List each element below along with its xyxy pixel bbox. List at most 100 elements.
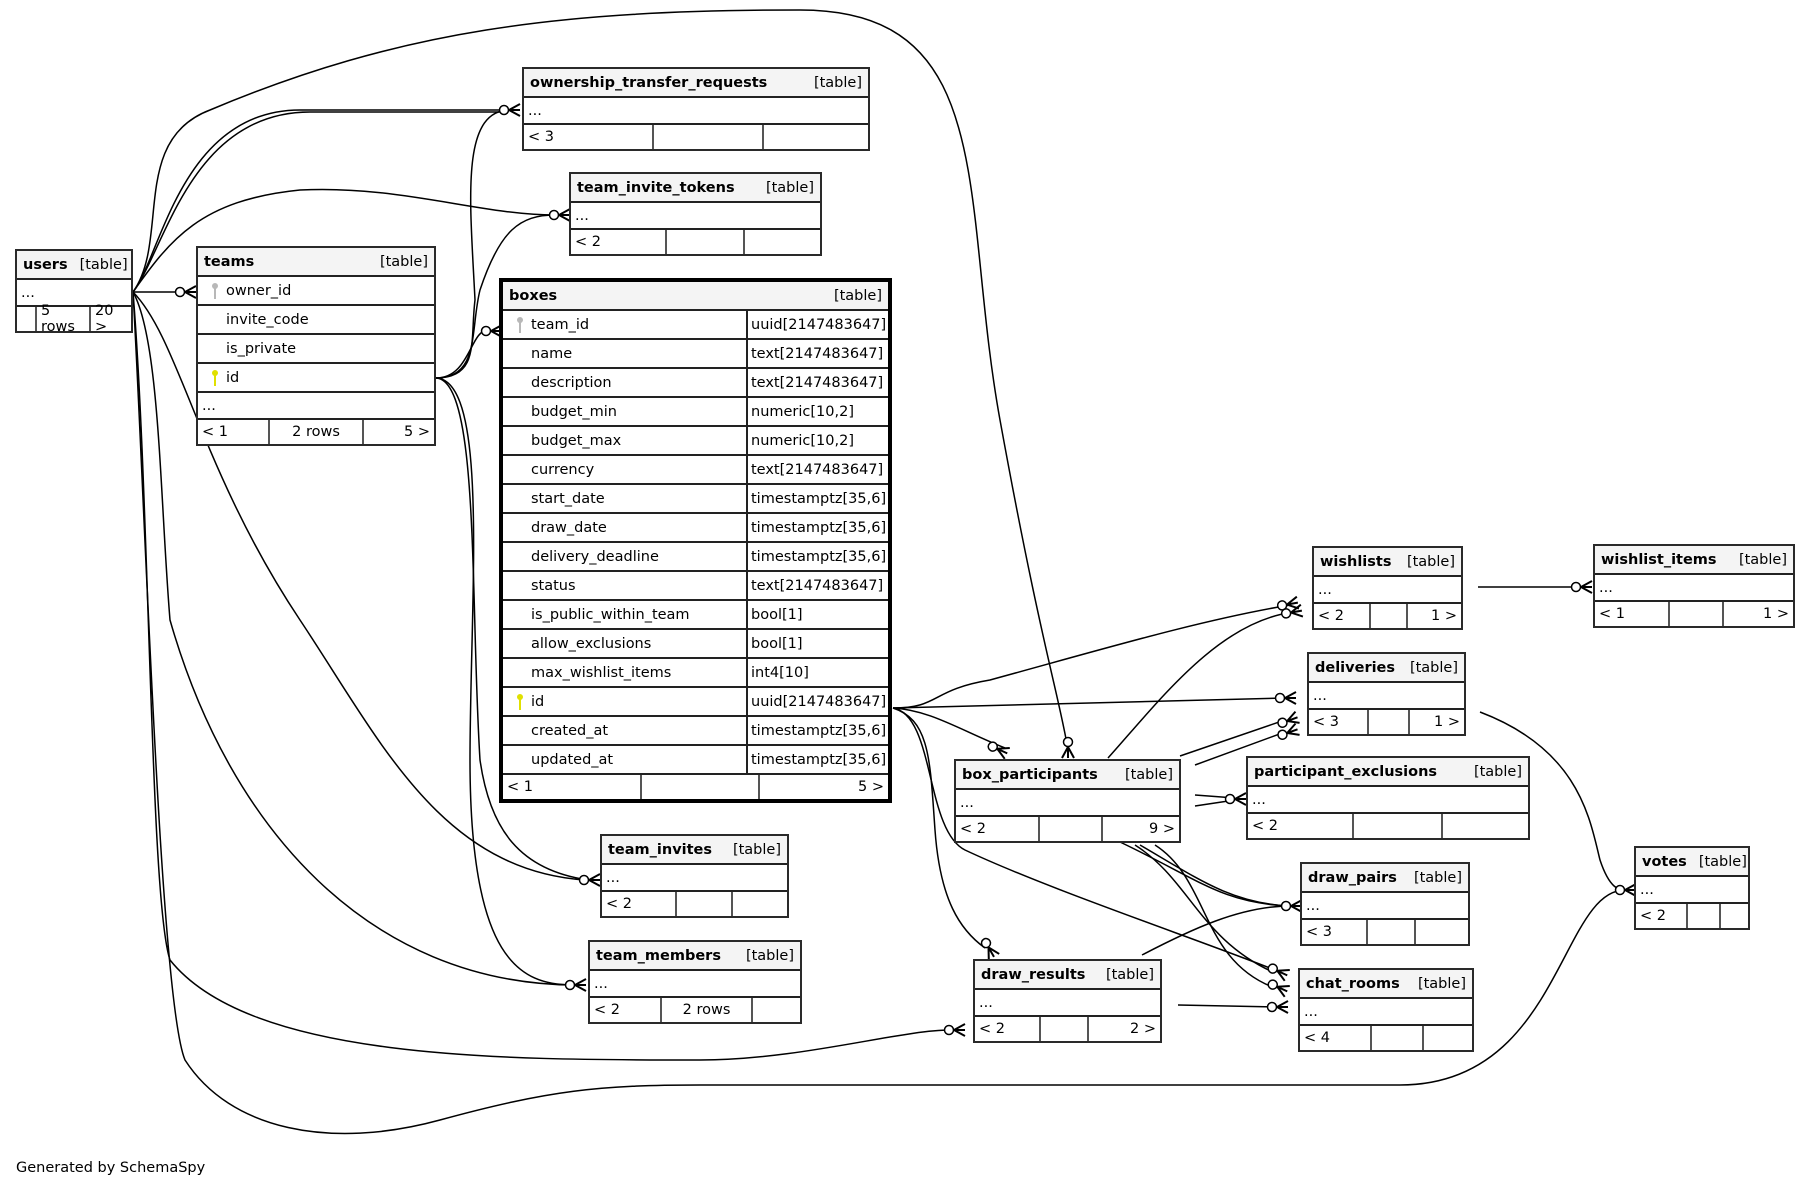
table-footer: < 2: [1248, 814, 1528, 838]
table-footer: < 1 5 >: [503, 775, 888, 799]
table-draw-results[interactable]: draw_results [table] ... < 2 2 >: [973, 959, 1162, 1043]
table-name[interactable]: boxes: [509, 287, 558, 304]
columns-ellipsis: ...: [17, 280, 131, 307]
table-name[interactable]: wishlists: [1320, 553, 1392, 570]
column-name: description: [531, 374, 612, 391]
table-deliveries[interactable]: deliveries [table] ... < 3 1 >: [1307, 652, 1466, 736]
row-count: [1367, 710, 1408, 734]
table-name[interactable]: team_invite_tokens: [577, 179, 735, 196]
table-footer: < 3: [524, 125, 868, 149]
table-name[interactable]: box_participants: [962, 766, 1098, 783]
row-count: [652, 125, 762, 149]
edge-bp-draw-pairs-1: [1119, 841, 1288, 907]
table-team-members[interactable]: team_members [table] ... < 2 2 rows: [588, 940, 802, 1024]
table-team-invites[interactable]: team_invites [table] ... < 2: [600, 834, 789, 918]
column-type: timestamptz[35,6]: [746, 746, 888, 773]
primary-key-icon: [204, 369, 226, 387]
columns-ellipsis: ...: [956, 790, 1179, 817]
columns-ellipsis: ...: [524, 98, 868, 125]
columns-ellipsis: ...: [1636, 877, 1748, 904]
column-row: id: [198, 364, 434, 393]
table-footer: < 3: [1302, 920, 1468, 944]
table-wishlists[interactable]: wishlists [table] ... < 2 1 >: [1312, 546, 1463, 630]
columns-ellipsis: ...: [1309, 683, 1464, 710]
parents-count: < 4: [1304, 1030, 1330, 1046]
table-ownership-transfer-requests[interactable]: ownership_transfer_requests [table] ... …: [522, 67, 870, 151]
table-name[interactable]: draw_results: [981, 966, 1086, 983]
table-name[interactable]: team_invites: [608, 841, 713, 858]
edge-bp-draw-pairs-2: [1139, 844, 1288, 907]
parents-count: < 3: [528, 129, 554, 145]
table-name[interactable]: participant_exclusions: [1254, 763, 1438, 780]
column-name: draw_date: [531, 519, 607, 536]
column-type: uuid[2147483647]: [746, 688, 888, 715]
table-header: ownership_transfer_requests [table]: [524, 69, 868, 98]
table-name[interactable]: chat_rooms: [1306, 975, 1400, 992]
table-teams[interactable]: teams [table] owner_id invite_code is_pr…: [196, 246, 436, 446]
table-header: team_invite_tokens [table]: [571, 174, 820, 203]
table-name[interactable]: deliveries: [1315, 659, 1396, 676]
table-header: boxes [table]: [503, 282, 888, 311]
table-name[interactable]: draw_pairs: [1308, 869, 1397, 886]
table-team-invite-tokens[interactable]: team_invite_tokens [table] ... < 2: [569, 172, 822, 256]
row-count: [1668, 602, 1722, 626]
table-header: team_invites [table]: [602, 836, 787, 865]
table-type-label: [table]: [765, 179, 814, 196]
table-users[interactable]: users [table] ... 5 rows 20 >: [15, 249, 133, 335]
table-name[interactable]: teams: [204, 253, 255, 270]
table-box-participants[interactable]: box_participants [table] ... < 2 9 >: [954, 759, 1181, 843]
table-name[interactable]: ownership_transfer_requests: [530, 74, 768, 91]
crow-foot-marker: [1224, 792, 1247, 806]
table-name[interactable]: votes: [1642, 853, 1687, 870]
table-name[interactable]: wishlist_items: [1601, 551, 1717, 568]
row-count: [1370, 1026, 1422, 1050]
row-count: 2 rows: [660, 998, 751, 1022]
row-count: [675, 892, 731, 916]
column-name: delivery_deadline: [531, 548, 659, 565]
table-name[interactable]: team_members: [596, 947, 721, 964]
children-count: 9 >: [1101, 817, 1179, 841]
table-votes[interactable]: votes [table] ... < 2: [1634, 846, 1750, 930]
column-name: invite_code: [226, 311, 309, 328]
table-chat-rooms[interactable]: chat_rooms [table] ... < 4: [1298, 968, 1474, 1052]
table-wishlist-items[interactable]: wishlist_items [table] ... < 1 1 >: [1593, 544, 1795, 628]
table-header: team_members [table]: [590, 942, 800, 971]
crow-foot-marker: [1280, 603, 1304, 619]
parents-count: < 2: [960, 821, 986, 837]
children-count: [1719, 904, 1748, 928]
children-count: 1 >: [1406, 604, 1461, 628]
table-footer: < 2: [571, 230, 820, 254]
parents-count: < 3: [1306, 924, 1332, 940]
table-draw-pairs[interactable]: draw_pairs [table] ... < 3: [1300, 862, 1470, 946]
parents-count: < 1: [507, 779, 533, 795]
edge-dr-draw-pairs: [1141, 905, 1291, 956]
edge-bp-deliveries-1: [1179, 719, 1286, 757]
columns-ellipsis: ...: [571, 203, 820, 230]
table-header: users [table]: [17, 251, 131, 280]
columns-ellipsis: ...: [1248, 787, 1528, 814]
children-count: 1 >: [1722, 602, 1793, 626]
children-count: [1441, 814, 1528, 838]
edge-bp-exclusions-2: [1194, 799, 1236, 807]
table-type-label: [table]: [1698, 853, 1747, 870]
children-count: 5 >: [758, 775, 888, 799]
column-type: numeric[10,2]: [746, 427, 888, 454]
edge-dr-chat-rooms: [1177, 1004, 1276, 1008]
column-type: text[2147483647]: [746, 572, 888, 599]
row-count: [640, 775, 758, 799]
columns-ellipsis: ...: [1595, 575, 1793, 602]
table-participant-exclusions[interactable]: participant_exclusions [table] ... < 2: [1246, 756, 1530, 840]
table-type-label: [table]: [1738, 551, 1787, 568]
column-type: timestamptz[35,6]: [746, 514, 888, 541]
crow-foot-marker: [1061, 736, 1075, 759]
column-name: budget_max: [531, 432, 622, 449]
table-name[interactable]: users: [23, 256, 68, 273]
table-type-label: [table]: [813, 74, 862, 91]
crow-foot-marker: [564, 978, 587, 992]
